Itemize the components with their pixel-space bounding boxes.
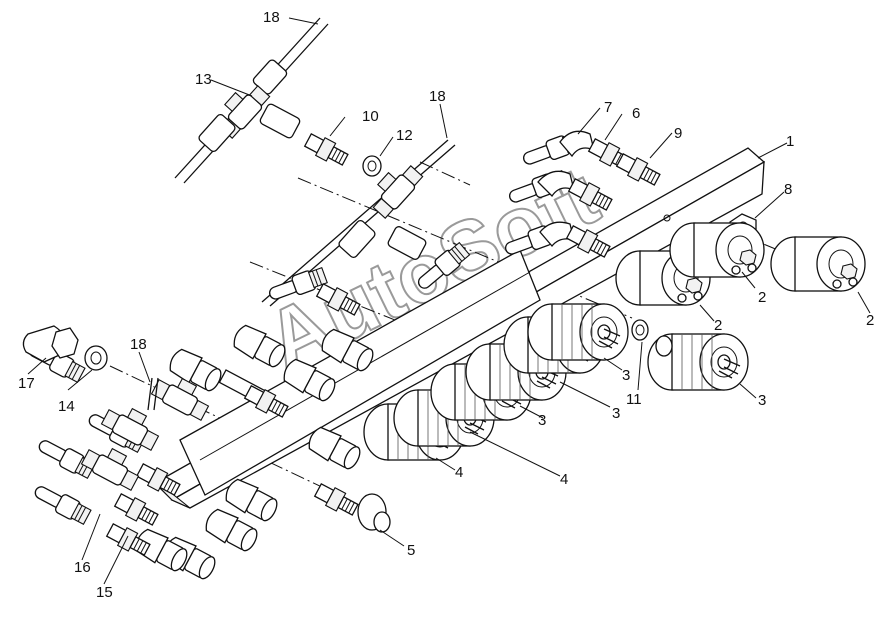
- callout-18: 18: [263, 9, 280, 26]
- callout-10: 10: [362, 108, 379, 125]
- callout-7: 7: [604, 99, 612, 116]
- callout-4: 4: [560, 471, 568, 488]
- callout-3: 3: [758, 392, 766, 409]
- callout-4: 4: [455, 464, 463, 481]
- leader-lines: [27, 17, 871, 585]
- callout-14: 14: [58, 398, 75, 415]
- hose-fittings-left: [24, 338, 291, 560]
- callout-3: 3: [538, 412, 546, 429]
- callout-3: 3: [622, 367, 630, 384]
- cap-nut-group: [22, 325, 108, 371]
- tee-assembly-top: [174, 17, 382, 184]
- callout-17: 17: [18, 375, 35, 392]
- callout-18: 18: [130, 336, 147, 353]
- callout-6: 6: [632, 105, 640, 122]
- callout-8: 8: [784, 181, 792, 198]
- callout-2: 2: [758, 289, 766, 306]
- callout-12: 12: [396, 127, 413, 144]
- solenoid-5: [312, 480, 391, 533]
- callout-15: 15: [96, 584, 113, 601]
- callout-5: 5: [407, 542, 415, 559]
- callout-2: 2: [866, 312, 874, 329]
- callout-3: 3: [612, 405, 620, 422]
- valve-block: [131, 249, 541, 584]
- callout-9: 9: [674, 125, 682, 142]
- callouts: 1 2 2 2 3 3 3 3 4 4 5 6 7 8 9 10 11 12 1…: [18, 9, 874, 601]
- solenoid-row-3: [363, 303, 749, 461]
- callout-16: 16: [74, 559, 91, 576]
- callout-13: 13: [195, 71, 212, 88]
- callout-1: 1: [786, 133, 794, 150]
- callout-11: 11: [626, 391, 642, 408]
- callout-18: 18: [429, 88, 446, 105]
- tee-assembly-centre: [261, 139, 472, 320]
- callout-2: 2: [714, 317, 722, 334]
